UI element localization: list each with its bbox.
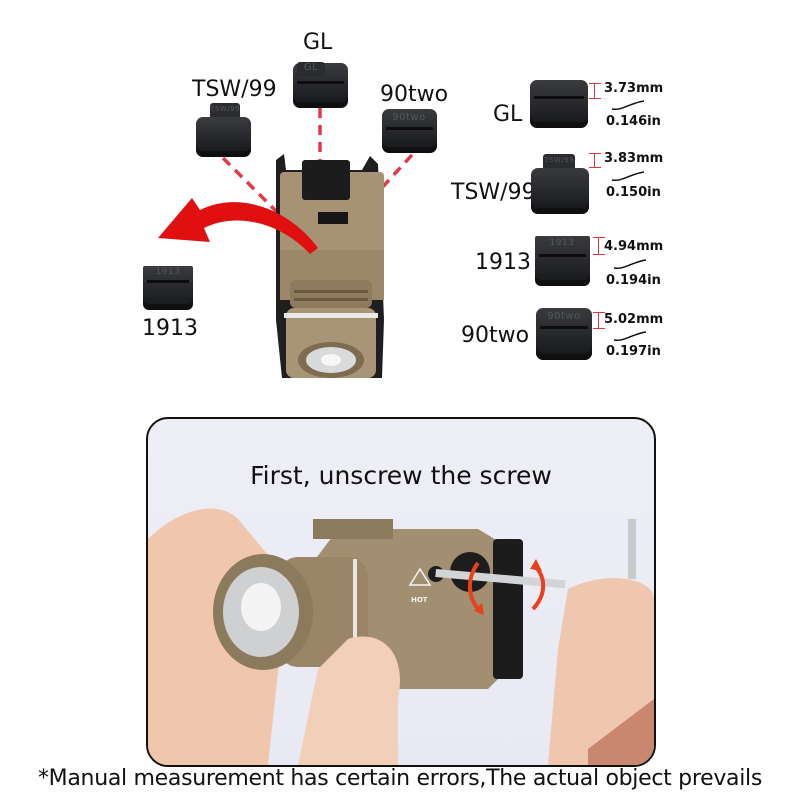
piece-engraving: 1913 — [155, 267, 181, 277]
adapter-piece-90two: 90two — [382, 109, 437, 153]
measurement-in-90two: 0.197in — [606, 344, 661, 359]
piece-engraving: 1913 — [549, 238, 575, 248]
measurement-piece-1913: 1913 — [535, 236, 590, 286]
measurement-label-tsw99: TSW/99 — [451, 180, 536, 205]
label-tsw99: TSW/99 — [192, 77, 277, 102]
measurement-label-90two: 90two — [461, 323, 530, 348]
measurement-bracket — [593, 237, 609, 255]
adapter-piece-tsw99: TSW/99 — [196, 103, 251, 157]
removal-arrow-icon — [158, 198, 318, 254]
approx-icon — [613, 259, 647, 270]
instruction-title: First, unscrew the screw — [250, 461, 552, 490]
measurement-piece-gl — [530, 80, 588, 128]
adapter-piece-gl: GL — [293, 62, 348, 108]
piece-engraving: TSW/99 — [543, 154, 575, 168]
footnote-disclaimer: *Manual measurement has certain errors,T… — [37, 766, 763, 791]
approx-icon — [611, 171, 645, 182]
flashlight-top-view — [276, 154, 384, 378]
piece-engraving: TSW/99 — [210, 103, 240, 117]
adapter-piece-1913: 1913 — [143, 266, 193, 310]
instruction-photo — [148, 508, 654, 765]
measurement-piece-90two: 90two — [536, 308, 592, 360]
measurement-label-1913: 1913 — [475, 250, 531, 275]
measurement-piece-tsw99: TSW/99 — [531, 154, 589, 214]
measurement-mm-1913: 4.94mm — [604, 239, 664, 254]
instruction-panel: First, unscrew the screw HOT — [146, 417, 656, 767]
label-90two: 90two — [380, 82, 449, 107]
measurement-bracket — [589, 83, 605, 99]
measurement-in-tsw99: 0.150in — [606, 185, 661, 200]
piece-engraving: 90two — [547, 311, 581, 322]
approx-icon — [611, 100, 645, 111]
measurement-label-gl: GL — [493, 102, 523, 127]
measurement-mm-gl: 3.73mm — [604, 81, 664, 96]
measurement-in-1913: 0.194in — [606, 273, 661, 288]
label-1913: 1913 — [142, 316, 198, 341]
piece-engraving: 90two — [392, 112, 426, 123]
hot-warning-label: HOT — [411, 596, 428, 604]
measurement-mm-tsw99: 3.83mm — [604, 151, 664, 166]
measurement-bracket — [593, 312, 609, 329]
measurement-bracket — [589, 153, 605, 168]
approx-icon — [613, 331, 647, 342]
measurement-mm-90two: 5.02mm — [604, 312, 664, 327]
measurement-in-gl: 0.146in — [606, 114, 661, 129]
piece-engraving: GL — [297, 62, 325, 76]
label-gl: GL — [303, 30, 333, 55]
